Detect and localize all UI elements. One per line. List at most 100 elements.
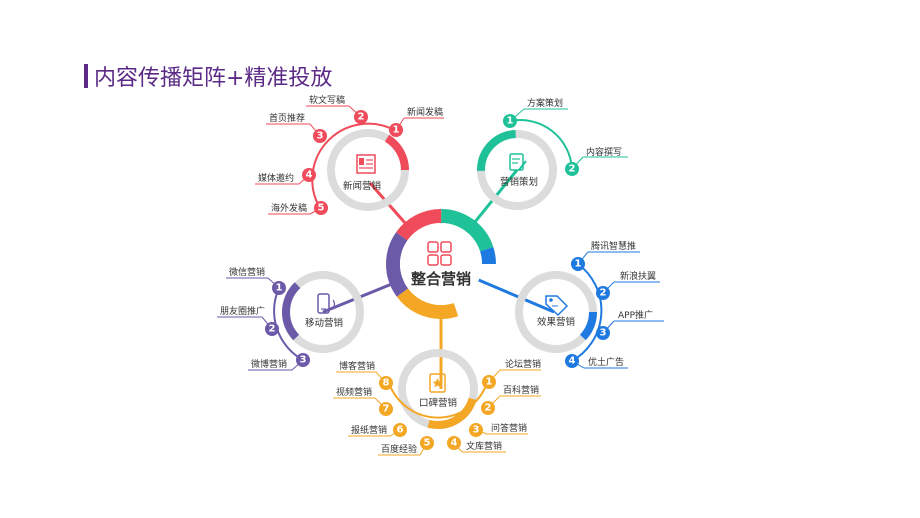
document-pen-icon xyxy=(509,153,527,171)
effect-hub: 效果营销 xyxy=(515,263,603,362)
wom-item-8-num: 8 xyxy=(383,378,390,389)
effect-item-2-num: 2 xyxy=(600,288,607,299)
center-arc-red xyxy=(386,209,496,319)
wom-item-7-num: 7 xyxy=(383,404,390,415)
wom-item-6-badge xyxy=(393,423,407,437)
effect-item-4-num: 4 xyxy=(569,356,576,367)
effect-item-1-badge xyxy=(571,257,585,271)
wom-item-8-badge xyxy=(379,376,393,390)
mobile-hub: 移动营销 xyxy=(273,271,364,361)
wom-hub: 口碑营销 xyxy=(388,349,488,429)
mobile-items: 1 微信营销 2 朋友圈推广 3 微博营销 xyxy=(217,266,310,371)
plan-item-2-badge xyxy=(565,162,579,176)
wom-item-5-badge xyxy=(420,436,434,450)
news-items: 1 新闻发稿 2 软文写稿 3 首页推荐 4 媒体邀约 5 海外发稿 xyxy=(255,94,444,215)
effect-item-1-num: 1 xyxy=(575,259,582,270)
wom-item-8-label: 博客营销 xyxy=(339,360,375,372)
wom-item-1-badge xyxy=(482,375,496,389)
news-item-4-label: 媒体邀约 xyxy=(258,172,294,184)
mobile-item-1-badge xyxy=(272,281,286,295)
plan-item-1-label: 方案策划 xyxy=(527,97,563,109)
wom-item-5-label: 百度经验 xyxy=(381,443,417,455)
news-item-1-num: 1 xyxy=(393,125,400,136)
wom-outer-arc xyxy=(388,382,488,419)
wom-item-4-badge xyxy=(447,436,461,450)
effect-outer-arc xyxy=(571,263,603,362)
wom-item-2-label: 百科营销 xyxy=(503,384,539,396)
effect-item-3-badge xyxy=(596,326,610,340)
wom-item-5-num: 5 xyxy=(424,438,431,449)
plan-hub-name: 营销策划 xyxy=(500,176,538,188)
plan-outer-arc xyxy=(509,119,573,170)
news-hub: 新闻营销 xyxy=(311,122,409,211)
plan-item-2-label: 内容撰写 xyxy=(586,146,622,158)
wom-item-3-badge xyxy=(469,423,483,437)
effect-ring-accent xyxy=(515,271,597,353)
wom-item-4-num: 4 xyxy=(451,438,458,449)
wom-item-2-num: 2 xyxy=(485,403,492,414)
wom-item-7-label: 视频营销 xyxy=(336,386,372,398)
mobile-item-2-label: 朋友圈推广 xyxy=(220,305,265,317)
mobile-item-3-label: 微博营销 xyxy=(251,358,287,370)
center-hub: 整合营销 xyxy=(386,209,496,319)
phone-icon xyxy=(317,293,336,314)
effect-ring xyxy=(515,271,597,353)
news-item-1-label: 新闻发稿 xyxy=(407,106,443,118)
news-item-2-num: 2 xyxy=(358,112,365,123)
wom-item-4-label: 文库营销 xyxy=(466,440,502,452)
plan-items: 1 方案策划 2 内容撰写 xyxy=(503,97,628,176)
effect-item-3-label: APP推广 xyxy=(618,309,653,321)
wom-item-2-badge xyxy=(481,401,495,415)
mobile-item-1-label: 微信营销 xyxy=(229,266,265,278)
effect-item-3-num: 3 xyxy=(600,328,607,339)
wom-item-1-num: 1 xyxy=(486,377,493,388)
news-item-2-label: 软文写稿 xyxy=(309,94,345,106)
wom-item-1-label: 论坛营销 xyxy=(505,358,541,370)
plan-ring-accent xyxy=(477,130,557,210)
mobile-hub-name: 移动营销 xyxy=(305,317,344,329)
plan-item-2-num: 2 xyxy=(569,164,576,175)
effect-item-2-label: 新浪扶翼 xyxy=(620,270,656,282)
news-item-2-badge xyxy=(354,110,368,124)
star-document-icon xyxy=(429,373,446,393)
effect-item-4-label: 优土广告 xyxy=(588,356,624,368)
effect-item-2-badge xyxy=(596,286,610,300)
newspaper-icon xyxy=(356,154,376,174)
center-arc-purple xyxy=(386,209,496,319)
news-item-5-label: 海外发稿 xyxy=(271,202,307,214)
plan-item-1-badge xyxy=(503,114,517,128)
wom-items: 1 论坛营销 2 百科营销 3 问答营销 4 文库营销 5 百度经验 6 报纸营… xyxy=(333,358,541,456)
news-item-3-badge xyxy=(313,129,327,143)
wom-item-7-badge xyxy=(379,402,393,416)
center-arc-orange xyxy=(386,209,496,319)
wom-item-3-label: 问答营销 xyxy=(491,422,527,434)
center-name: 整合营销 xyxy=(411,270,471,288)
page-title: 内容传播矩阵+精准投放 xyxy=(94,66,333,91)
mobile-item-3-num: 3 xyxy=(300,355,307,366)
mobile-item-2-badge xyxy=(265,322,279,336)
effect-item-1-label: 腾讯智慧推 xyxy=(591,240,636,252)
mobile-ring-accent xyxy=(282,271,364,353)
news-item-1-badge xyxy=(389,123,403,137)
grid-icon xyxy=(427,241,452,266)
wom-item-6-label: 报纸营销 xyxy=(351,424,387,436)
news-ring-accent xyxy=(327,129,409,211)
news-outer-arc xyxy=(311,122,397,209)
effect-item-4-badge xyxy=(565,354,579,368)
center-arc-blue xyxy=(386,209,496,319)
tag-icon xyxy=(545,295,569,317)
news-item-4-badge xyxy=(302,168,316,182)
news-item-4-num: 4 xyxy=(306,170,313,181)
wom-item-6-num: 6 xyxy=(397,425,404,436)
mobile-item-2-num: 2 xyxy=(269,324,276,335)
news-item-3-num: 3 xyxy=(317,131,324,142)
effect-hub-name: 效果营销 xyxy=(537,316,576,328)
plan-item-1-num: 1 xyxy=(507,116,514,127)
effect-items: 1 腾讯智慧推 2 新浪扶翼 3 APP推广 4 优土广告 xyxy=(565,240,664,369)
news-item-5-badge xyxy=(314,201,328,215)
title-accent-bar xyxy=(84,64,88,88)
mobile-item-3-badge xyxy=(296,353,310,367)
news-hub-name: 新闻营销 xyxy=(343,180,382,192)
news-item-3-label: 首页推荐 xyxy=(269,112,305,124)
